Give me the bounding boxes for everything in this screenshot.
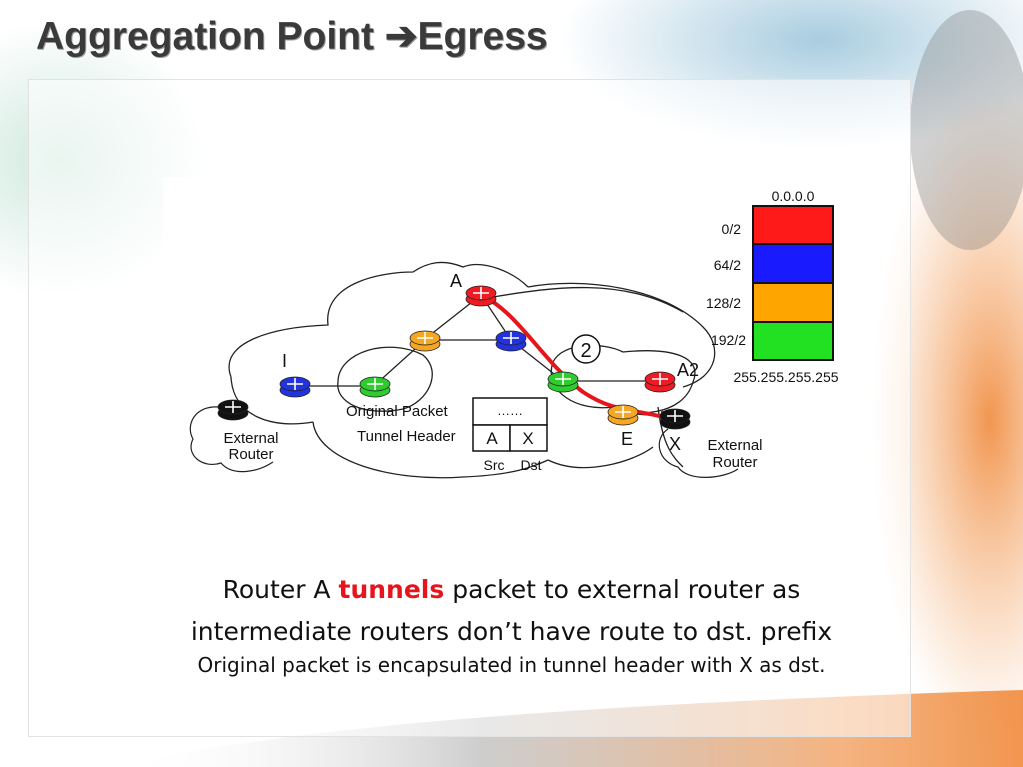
- address-prefix-0: 0/2: [722, 221, 742, 237]
- address-block-1: [752, 243, 834, 284]
- label-e: E: [621, 429, 633, 449]
- caption-line-1-end: packet to external router as: [444, 575, 801, 604]
- step-marker-label: 2: [580, 340, 591, 362]
- src-label: Src: [484, 457, 505, 473]
- address-bottom-label: 255.255.255.255: [733, 369, 838, 385]
- router-green-right[interactable]: [547, 371, 579, 393]
- external-router-right-line1: External: [707, 437, 762, 454]
- router-i[interactable]: [279, 376, 311, 398]
- router-green-left[interactable]: [359, 376, 391, 398]
- caption-highlight: tunnels: [338, 575, 445, 604]
- original-packet-label: Original Packet: [346, 403, 449, 420]
- external-router-right-line2: Router: [712, 454, 757, 471]
- address-prefix-3: 192/2: [711, 332, 746, 348]
- router-a[interactable]: [465, 285, 497, 307]
- src-box: [472, 424, 511, 452]
- step-marker-circle: [571, 334, 601, 364]
- router-e[interactable]: [607, 404, 639, 426]
- title-text-end: Egress: [417, 15, 548, 58]
- caption-line-1: Router A tunnels packet to external rout…: [163, 575, 860, 604]
- address-top-label: 0.0.0.0: [772, 188, 815, 204]
- external-router-left-line1: External: [223, 430, 278, 447]
- caption-line-2: intermediate routers don’t have route to…: [190, 617, 833, 646]
- label-a2: A2: [677, 360, 699, 380]
- network-clouds: [228, 261, 716, 479]
- network-diagram: A I A2 E X 2 External Router External Ro…: [189, 188, 839, 479]
- caption-line-1-start: Router A: [222, 575, 339, 604]
- external-cloud-right: [658, 428, 739, 478]
- address-prefix-2: 128/2: [706, 295, 741, 311]
- address-space-legend: 0.0.0.0 0/2 64/2 128/2 192/2 255.255.255…: [706, 188, 839, 385]
- address-prefix-1: 64/2: [714, 257, 741, 273]
- caption-line-3: Original packet is encapsulated in tunne…: [197, 653, 826, 677]
- address-block-3: [752, 321, 834, 361]
- dst-label: Dst: [521, 457, 542, 473]
- diagram-figure: A I A2 E X 2 External Router External Ro…: [163, 177, 860, 686]
- encapsulated-packet: …… A X Src Dst Original Packet Tunnel He…: [346, 397, 548, 473]
- label-x: X: [669, 434, 681, 454]
- address-block-2: [752, 282, 834, 323]
- router-external-left[interactable]: [189, 399, 274, 473]
- tunnel-header-label: Tunnel Header: [357, 428, 456, 445]
- router-orange-left[interactable]: [409, 330, 441, 352]
- dst-value: X: [522, 429, 533, 448]
- label-i: I: [282, 351, 287, 371]
- slide-title: Aggregation Point ➔Egress: [36, 14, 548, 59]
- title-text-start: Aggregation Point: [36, 15, 385, 58]
- router-a2[interactable]: [644, 371, 676, 393]
- label-a: A: [450, 271, 462, 291]
- router-x-external[interactable]: [659, 408, 691, 430]
- packet-payload-box: [472, 397, 548, 426]
- external-router-left-line2: Router: [228, 446, 273, 463]
- dst-box: [509, 424, 548, 452]
- arrow-right-icon: ➔: [384, 15, 418, 58]
- src-value: A: [486, 429, 498, 448]
- address-block-0: [752, 205, 834, 245]
- packet-payload: ……: [497, 403, 523, 418]
- router-blue-center[interactable]: [495, 330, 527, 352]
